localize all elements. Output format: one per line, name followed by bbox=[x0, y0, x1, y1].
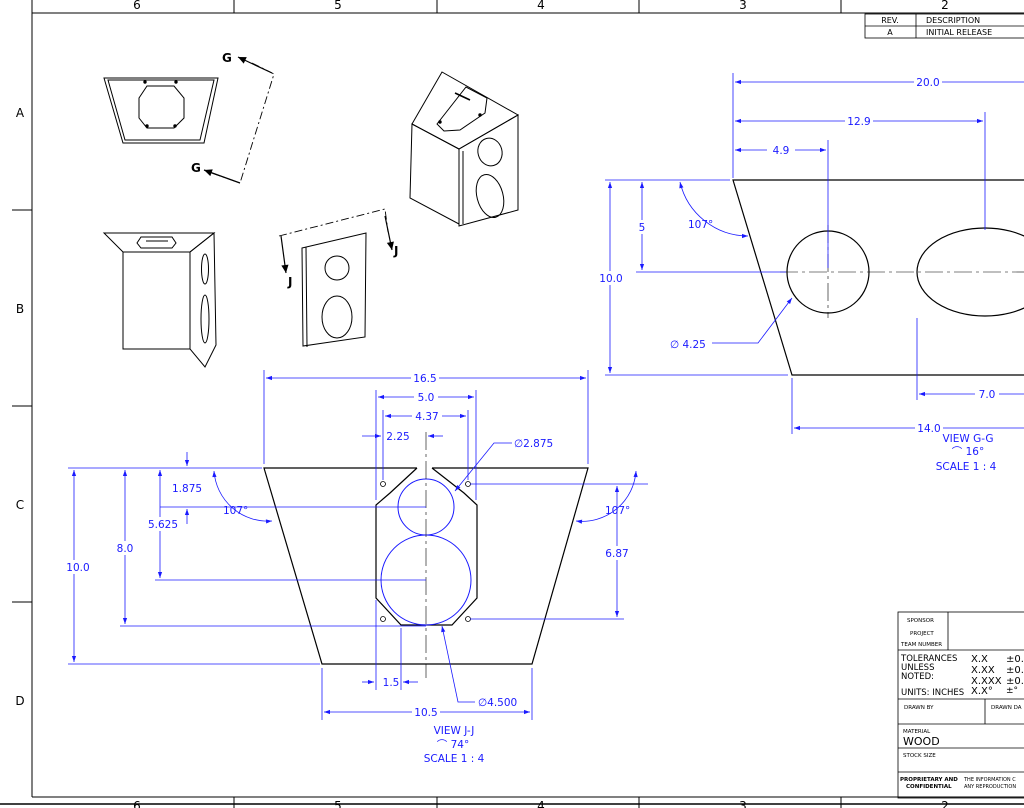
dim-jj-small-offset: 2.25 bbox=[386, 431, 409, 443]
dim-jj-hole-span: 5.0 bbox=[418, 392, 435, 404]
material-label: MATERIAL bbox=[903, 729, 931, 735]
view-gg: 20.0 12.9 4.9 5 10.0 107° ∅ 4.25 7.0 14.… bbox=[599, 73, 1024, 473]
angle-format: X.X° bbox=[971, 686, 993, 697]
view-jj-scale: SCALE 1 : 4 bbox=[424, 753, 485, 765]
project-label: PROJECT bbox=[910, 631, 934, 637]
proprietary-text-2: ANY REPRODUCTION bbox=[964, 784, 1016, 790]
dim-jj-bottom-hole-offset: 1.5 bbox=[383, 677, 400, 689]
revision-table: REV. DESCRIPTION A INITIAL RELEASE bbox=[864, 13, 1024, 39]
tolerance-value-2: ±0. bbox=[1006, 665, 1024, 676]
zone-label-top-2: 2 bbox=[941, 0, 949, 12]
zone-label-bottom-3: 3 bbox=[739, 799, 747, 808]
drawn-by-label: DRAWN BY bbox=[904, 705, 934, 711]
zone-label-top-3: 3 bbox=[739, 0, 747, 12]
dim-jj-depth1: 1.875 bbox=[172, 483, 202, 495]
view-jj: 16.5 5.0 4.37 2.25 ∅2.875 1.875 107° 107… bbox=[65, 370, 648, 765]
rev-value: A bbox=[887, 28, 893, 37]
tolerance-format-3: X.XXX bbox=[971, 676, 1002, 687]
rev-header: REV. bbox=[881, 16, 899, 25]
isometric-sketch bbox=[409, 71, 520, 227]
dim-jj-bottom-width: 10.5 bbox=[414, 707, 437, 719]
dim-gg-angle: 107° bbox=[688, 219, 713, 231]
description-header: DESCRIPTION bbox=[926, 16, 980, 25]
side-sketch bbox=[102, 231, 217, 368]
proprietary-label-1: PROPRIETARY AND bbox=[900, 777, 958, 783]
view-jj-title: VIEW J-J bbox=[434, 725, 475, 737]
tolerances-label-3: NOTED: bbox=[901, 672, 934, 682]
dim-gg-hole1-center: 4.9 bbox=[773, 145, 790, 157]
dim-jj-large-diameter: ∅4.500 bbox=[478, 697, 517, 709]
dim-gg-overall-width: 20.0 bbox=[916, 77, 939, 89]
view-gg-title: VIEW G-G bbox=[942, 433, 993, 445]
dim-gg-ellipse-offset: 7.0 bbox=[979, 389, 996, 401]
tolerance-format-1: X.X bbox=[971, 654, 988, 665]
section-label-j-left: J bbox=[287, 275, 292, 289]
section-label-g-top: G bbox=[222, 51, 232, 65]
zone-label-bottom-6: 6 bbox=[133, 799, 141, 808]
dim-jj-angle-right: 107° bbox=[605, 505, 630, 517]
back-sketch bbox=[301, 232, 367, 348]
proprietary-label-2: CONFIDENTIAL bbox=[906, 784, 952, 790]
zone-label-left-b: B bbox=[16, 302, 24, 316]
dim-gg-bottom-width: 14.0 bbox=[917, 423, 940, 435]
dim-jj-right-height: 6.87 bbox=[605, 548, 628, 560]
tolerance-value-1: ±0. bbox=[1006, 654, 1024, 665]
zone-label-bottom-2: 2 bbox=[941, 799, 949, 808]
tolerances-label-1: TOLERANCES bbox=[900, 654, 957, 664]
angle-tolerance: ±° bbox=[1006, 686, 1018, 696]
title-block: SPONSOR PROJECT TEAM NUMBER TOLERANCES U… bbox=[897, 611, 1024, 799]
dim-jj-depth2: 5.625 bbox=[148, 519, 178, 531]
dim-jj-inner-span: 4.37 bbox=[415, 411, 438, 423]
stock-size-label: STOCK SIZE bbox=[903, 753, 936, 759]
tolerance-format-2: X.XX bbox=[971, 665, 995, 676]
zone-label-top-5: 5 bbox=[334, 0, 342, 12]
tolerances-label-2: UNLESS bbox=[901, 663, 934, 673]
view-jj-rotation: ⌒ 74° bbox=[437, 739, 469, 751]
units-label: UNITS: INCHES bbox=[901, 688, 964, 698]
tolerance-value-3: ±0. bbox=[1006, 676, 1024, 687]
dim-jj-angle-left: 107° bbox=[223, 505, 248, 517]
zone-label-top-6: 6 bbox=[133, 0, 141, 12]
dim-gg-hole-diameter: ∅ 4.25 bbox=[670, 339, 706, 351]
section-marker-g: G G bbox=[191, 51, 275, 184]
material-value: WOOD bbox=[903, 735, 940, 748]
front-sketch bbox=[103, 77, 219, 144]
dim-jj-height: 10.0 bbox=[66, 562, 89, 574]
view-gg-rotation: ⌒ 16° bbox=[952, 446, 984, 458]
view-gg-scale: SCALE 1 : 4 bbox=[936, 461, 997, 473]
description-value: INITIAL RELEASE bbox=[926, 28, 992, 37]
zone-label-left-a: A bbox=[16, 106, 25, 120]
section-marker-j: J J bbox=[278, 208, 398, 289]
zone-label-left-d: D bbox=[15, 694, 24, 708]
proprietary-text-1: THE INFORMATION C bbox=[963, 777, 1016, 783]
sponsor-label: SPONSOR bbox=[907, 618, 934, 624]
team-number-label: TEAM NUMBER bbox=[900, 642, 942, 648]
zone-label-left-c: C bbox=[16, 498, 24, 512]
dim-gg-height: 10.0 bbox=[599, 273, 622, 285]
section-label-j-right: J bbox=[393, 244, 398, 258]
dim-jj-top-width: 16.5 bbox=[413, 373, 436, 385]
zone-label-bottom-4: 4 bbox=[537, 799, 545, 808]
dim-gg-half-height: 5 bbox=[639, 222, 646, 234]
zone-label-top-4: 4 bbox=[537, 0, 545, 12]
dim-gg-hole2-center: 12.9 bbox=[847, 116, 870, 128]
dim-jj-inner-height: 8.0 bbox=[117, 543, 134, 555]
dim-jj-small-diameter: ∅2.875 bbox=[514, 438, 553, 450]
zone-label-bottom-5: 5 bbox=[334, 799, 342, 808]
drawn-date-label: DRAWN DA bbox=[991, 705, 1022, 711]
section-label-g-bottom: G bbox=[191, 161, 201, 175]
